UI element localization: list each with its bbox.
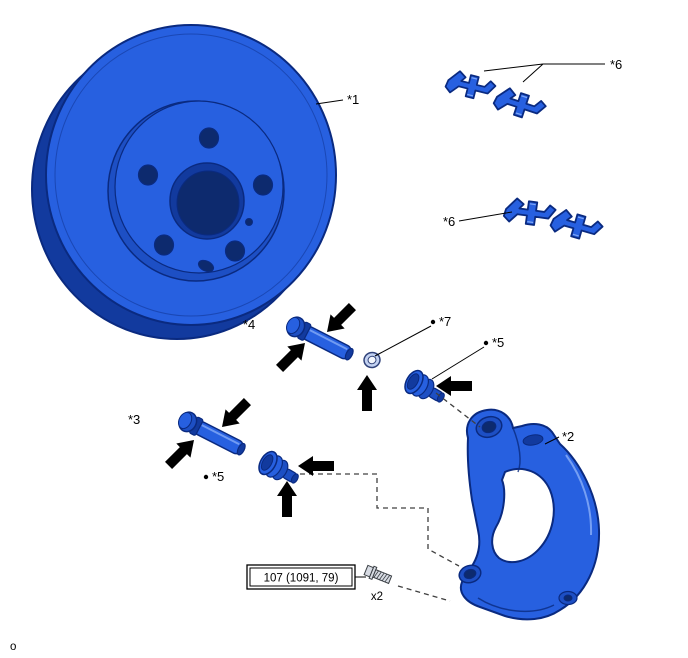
slide-pin-boot-left [254, 447, 305, 492]
direction-arrow-icon [319, 299, 360, 340]
bullet-icon [203, 474, 209, 480]
label-part3: *3 [128, 412, 140, 427]
pin-sleeve-ring [363, 351, 381, 369]
direction-arrow-icon [357, 375, 377, 411]
direction-arrow-icon [277, 481, 297, 517]
leader-line-part6-top [483, 63, 605, 83]
lug-holes [137, 127, 274, 262]
bullet-icon [483, 340, 489, 346]
caliper-mounting-bracket [458, 408, 601, 621]
bolt-count: x2 [371, 591, 383, 603]
label-part6-mid: *6 [443, 214, 455, 229]
leader-line-part6-mid [458, 211, 513, 222]
bracket-body [460, 408, 601, 621]
ring-inner [367, 355, 377, 365]
hat-oval-hole [197, 259, 215, 273]
label-part2: *2 [562, 429, 574, 444]
direction-arrow-icon [272, 335, 313, 376]
pad-support-clips-top [443, 67, 549, 125]
assembly-dash-line [300, 473, 460, 567]
label-part1: *1 [347, 92, 359, 107]
bracket-slot [522, 434, 544, 446]
label-part6-top: *6 [610, 57, 622, 72]
pad-clip [491, 84, 549, 125]
bolt-threads [373, 570, 391, 583]
hub-bore-hole [176, 170, 240, 236]
upper-pin-bore [481, 420, 497, 434]
disc-face-ring [54, 33, 328, 317]
label-part5-right: *5 [492, 335, 504, 350]
torque-spec-box: 107 (1091, 79) [246, 564, 356, 590]
assembly-dash-line [397, 585, 451, 602]
bracket-arm-edge [512, 427, 521, 473]
pad-support-clips-mid [502, 196, 606, 245]
pad-clip [548, 206, 606, 245]
assembly-dash-line [435, 392, 481, 428]
page-marker: o [10, 641, 16, 653]
label-part4: *4 [243, 317, 255, 332]
leader-line-part7 [374, 325, 432, 357]
mount-bore [563, 594, 573, 602]
pad-clip [443, 67, 498, 104]
bullet-icon [430, 319, 436, 325]
set-screw-hole [245, 218, 253, 226]
bracket-flange-edge [477, 597, 555, 613]
direction-arrow-icon [161, 432, 202, 473]
label-part5-left: *5 [212, 469, 224, 484]
bracket-highlight [565, 454, 593, 536]
torque-box-inner [249, 567, 353, 587]
mounting-bolt [363, 564, 393, 585]
lower-pin-bore [463, 568, 477, 580]
brake-disc-rotor [31, 24, 337, 340]
bolt-shaft [372, 569, 393, 585]
leader-line-part2 [544, 436, 560, 445]
leader-line-part5-right [431, 346, 485, 380]
direction-arrow-icon [214, 394, 255, 435]
leader-line-part1 [315, 99, 344, 105]
label-part7: *7 [439, 314, 451, 329]
direction-arrow-icon [298, 456, 334, 476]
torque-value: 107 (1091, 79) [264, 573, 339, 585]
